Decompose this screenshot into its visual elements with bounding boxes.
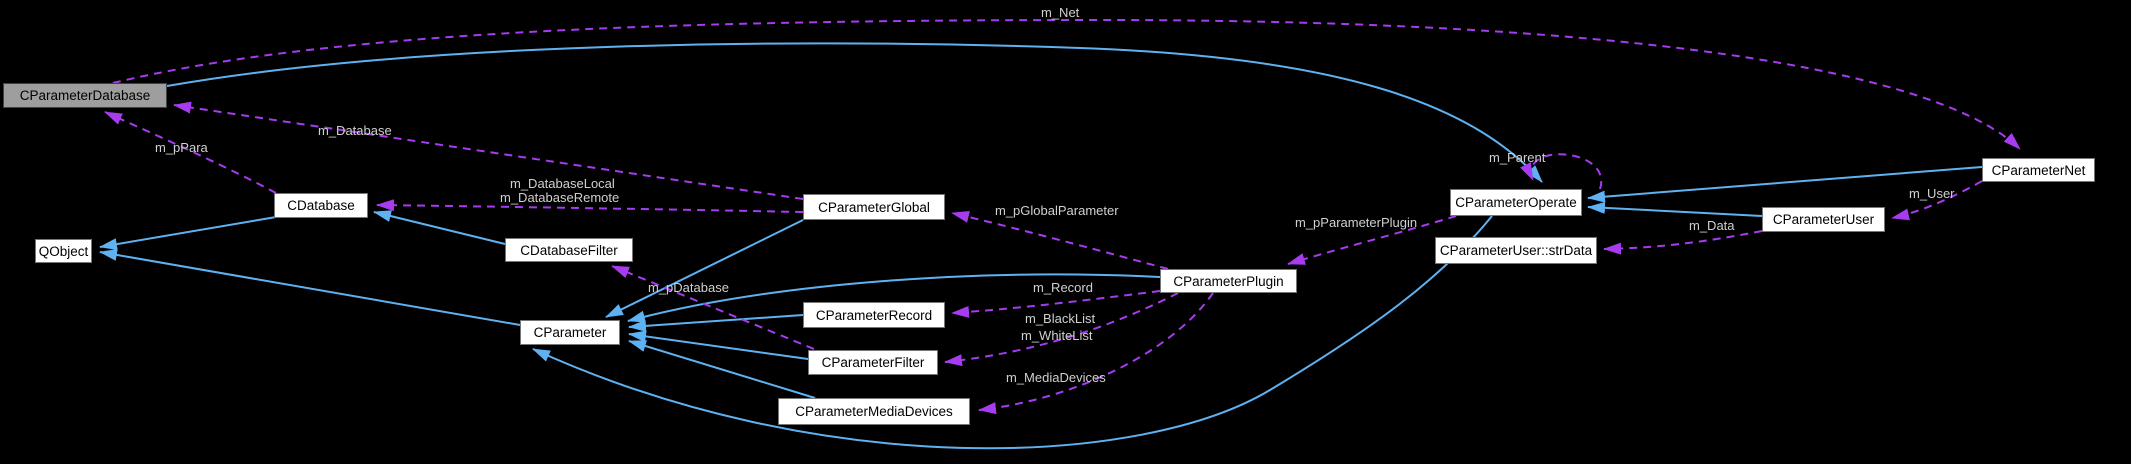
edge-use-m-ppara: [104, 111, 277, 194]
edge-inherit-cparameteroperate-cparameter: [532, 215, 1493, 450]
class-node-cparameter[interactable]: CParameter: [520, 320, 620, 345]
class-node-cparameteruser-strdata[interactable]: CParameterUser::strData: [1435, 237, 1597, 264]
edge-inherit-cparameterdatabase-cparameteroperate: [166, 42, 1543, 183]
edge-label-m-net: m_Net: [1041, 5, 1080, 20]
edge-use-m-record: [951, 290, 1161, 318]
edge-use-m-database: [173, 101, 804, 200]
edge-label-m-ppara: m_pPara: [155, 140, 208, 155]
edge-inherit-cparameterfilter-cparameter: [628, 330, 809, 360]
edge-label-m-databaseremote: m_DatabaseRemote: [500, 190, 620, 205]
edge-inherit-cparameter-qobject: [99, 248, 521, 326]
edge-inherit-cparametermediadevices-cparameter: [628, 340, 816, 399]
edge-use-m-data: [1603, 230, 1763, 255]
edge-label-m-pparameterplugin: m_pParameterPlugin: [1295, 215, 1418, 230]
class-node-cparameteruser[interactable]: CParameterUser: [1762, 207, 1885, 232]
class-node-cparameterfilter[interactable]: CParameterFilter: [808, 350, 938, 375]
class-node-cparameteroperate[interactable]: CParameterOperate: [1450, 189, 1582, 216]
edge-use-m-pparameterplugin: [1287, 215, 1457, 265]
edge-inherit-cparameteruser-cparameteroperate: [1587, 201, 1763, 217]
edge-use-m-pglobalparameter: [951, 211, 1169, 270]
edge-label-m-databaselocal: m_DatabaseLocal: [510, 176, 615, 191]
class-node-qobject[interactable]: QObject: [35, 239, 92, 263]
class-node-cparameterplugin[interactable]: CParameterPlugin: [1160, 269, 1297, 293]
class-node-cparametermediadevices[interactable]: CParameterMediaDevices: [778, 398, 970, 425]
edge-label-m-record: m_Record: [1033, 280, 1093, 295]
edge-label-m-blacklist: m_BlackList: [1025, 311, 1096, 326]
class-node-cdatabasefilter[interactable]: CDatabaseFilter: [505, 238, 633, 262]
edge-use-m-parent-selfloop: [1520, 153, 1603, 190]
edge-inherit-cparameternet-cparameteroperate: [1587, 166, 1983, 203]
edge-label-m-whitelist: m_WhiteList: [1021, 328, 1093, 343]
edge-use-m-blacklist-whitelist: [944, 292, 1179, 367]
edge-label-m-database: m_Database: [318, 123, 392, 138]
edge-inherit-cdatabasefilter-cdatabase: [373, 210, 506, 245]
edge-label-m-mediadevices: m_MediaDevices: [1006, 370, 1106, 385]
class-node-cparameterdatabase[interactable]: CParameterDatabase: [3, 83, 167, 108]
edge-inherit-cparameterglobal-cparameter: [605, 219, 804, 318]
edge-label-m-pglobalparameter: m_pGlobalParameter: [995, 203, 1119, 218]
class-node-cdatabase[interactable]: CDatabase: [274, 193, 368, 218]
edge-label-m-user: m_User: [1909, 186, 1955, 201]
class-node-cparameterrecord[interactable]: CParameterRecord: [803, 302, 945, 328]
class-node-cparameternet[interactable]: CParameterNet: [1982, 158, 2095, 182]
class-node-cparameterglobal[interactable]: CParameterGlobal: [803, 194, 945, 220]
edge-label-m-data: m_Data: [1689, 218, 1735, 233]
edge-label-m-pdatabase: m_pDatabase: [648, 280, 729, 295]
edge-inherit-cparameterrecord-cparameter: [628, 314, 804, 332]
edge-use-m-mediadevices: [978, 292, 1214, 415]
edge-use-m-user: [1891, 180, 1983, 221]
edge-inherit-cdatabase-qobject: [99, 216, 277, 251]
edge-label-m-parent: m_Parent: [1489, 150, 1546, 165]
edge-inherit-cparameterplugin-cparameter: [627, 273, 1161, 323]
edge-use-m-databaselocal-remote: [376, 199, 804, 213]
edge-use-m-net: [112, 18, 2021, 150]
